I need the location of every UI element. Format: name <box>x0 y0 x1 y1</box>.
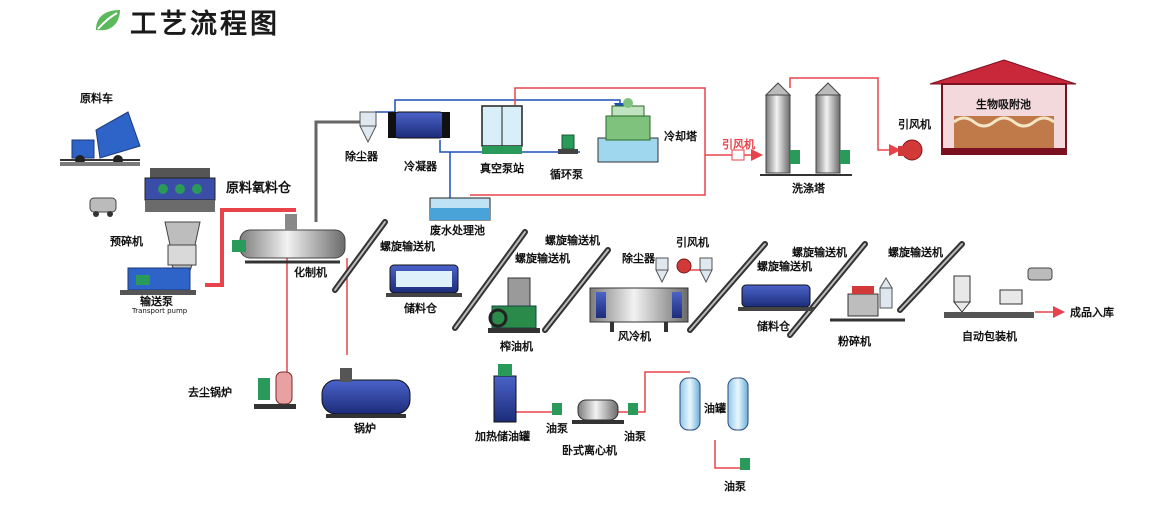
label-product-out: 成品入库 <box>1070 305 1114 319</box>
label-raw-silo: 原料氧料仓 <box>226 180 292 196</box>
wastewater-tank <box>429 197 491 221</box>
label-oil-pump-3: 油泵 <box>724 479 746 493</box>
bio-tank <box>929 59 1077 155</box>
auto-packer <box>944 267 1053 318</box>
label-vacuum-station: 真空泵站 <box>480 161 524 175</box>
label-oil-pump-1: 油泵 <box>546 421 568 435</box>
air-cooler <box>589 287 689 332</box>
condenser <box>388 111 450 139</box>
label-circulation-pump: 循环泵 <box>550 167 583 181</box>
vacuum-station <box>481 105 523 154</box>
label-oil-tank: 油罐 <box>704 401 726 415</box>
leaf-icon <box>96 10 120 31</box>
to-fan-pipe <box>789 77 901 156</box>
label-dust-boiler: 去尘锅炉 <box>188 385 232 399</box>
draft-fan <box>898 139 923 161</box>
label-screw-6: 螺旋输送机 <box>888 245 943 259</box>
compressor-left <box>89 197 117 217</box>
raw-silo <box>144 168 216 212</box>
label-wastewater-tank: 废水处理池 <box>430 223 485 237</box>
conveyor-pump <box>120 267 196 295</box>
pipes <box>205 77 1065 469</box>
crusher <box>830 277 905 322</box>
label-cooling-tower: 冷却塔 <box>664 129 698 143</box>
vapour-pipe <box>314 120 360 222</box>
label-screw-1: 螺旋输送机 <box>380 239 435 253</box>
label-heat-oil-tank: 加热储油罐 <box>474 429 530 443</box>
label-screw-2: 螺旋输送机 <box>545 233 600 247</box>
label-storage-2: 储料仓 <box>757 319 791 333</box>
page-title: 工艺流程图 <box>92 4 280 40</box>
heat-oil-tank <box>493 364 517 423</box>
steam-pipe <box>286 258 290 386</box>
label-oil-press: 榨油机 <box>499 339 533 353</box>
label-storage-1: 储料仓 <box>404 301 438 315</box>
label-digester: 化制机 <box>294 265 327 279</box>
cooling-tower <box>597 98 659 163</box>
label-dust-collector: 除尘器 <box>345 149 379 163</box>
draft-fan-inline <box>731 149 745 161</box>
storage-bin-1 <box>386 264 462 297</box>
label-boiler: 锅炉 <box>354 421 376 435</box>
label-oil-pump-2: 油泵 <box>624 429 646 443</box>
oil-pump-2 <box>628 403 638 415</box>
dust-boiler <box>254 371 296 409</box>
label-screw-4: 螺旋输送机 <box>792 245 847 259</box>
label-screw-3: 螺旋输送机 <box>515 251 570 265</box>
page-title-text: 工艺流程图 <box>130 8 280 40</box>
label-centrifuge: 卧式离心机 <box>562 443 617 457</box>
label-raw-truck: 原料车 <box>80 91 113 105</box>
label-crusher: 粉碎机 <box>838 334 871 348</box>
circulation-pump <box>558 134 578 154</box>
boiler <box>321 368 411 418</box>
scrubber <box>760 82 852 176</box>
label-scrubber: 洗涤塔 <box>792 181 826 195</box>
label-draft-fan-2: 引风机 <box>676 235 709 249</box>
label-air-cooler: 风冷机 <box>618 329 651 343</box>
dust-collector-2 <box>655 257 713 284</box>
oil-pump-3 <box>740 458 750 470</box>
label-bio-tank: 生物吸附池 <box>976 97 1031 111</box>
loop-bottom-pipe <box>439 140 580 153</box>
storage-bin-2 <box>738 284 814 311</box>
dust-collector <box>359 111 377 144</box>
label-packer: 自动包装机 <box>962 329 1017 343</box>
oil-pipe-2 <box>615 371 690 413</box>
oil-press <box>488 277 540 333</box>
feed-pipe <box>205 208 296 287</box>
label-dust-collector-2: 除尘器 <box>622 251 656 265</box>
label-draft-fan: 引风机 <box>898 117 931 131</box>
label-conveyor-pump-en: Transport pump <box>131 307 188 315</box>
draft-fan-2 <box>676 258 692 274</box>
label-screw-5: 螺旋输送机 <box>757 259 812 273</box>
oil-pump-1 <box>552 403 562 415</box>
centrifuge <box>572 399 624 424</box>
raw-truck <box>60 111 141 166</box>
label-conveyor-pump: 输送泵 <box>140 294 173 308</box>
gas-pipe <box>470 87 706 196</box>
oil-pipe-3 <box>714 440 740 469</box>
label-draft-fan-pipe: 引风机 <box>722 137 755 151</box>
label-condenser: 冷凝器 <box>404 159 438 173</box>
digester <box>232 214 346 264</box>
label-pre-crusher: 预碎机 <box>110 234 143 248</box>
oil-tank <box>679 377 749 431</box>
